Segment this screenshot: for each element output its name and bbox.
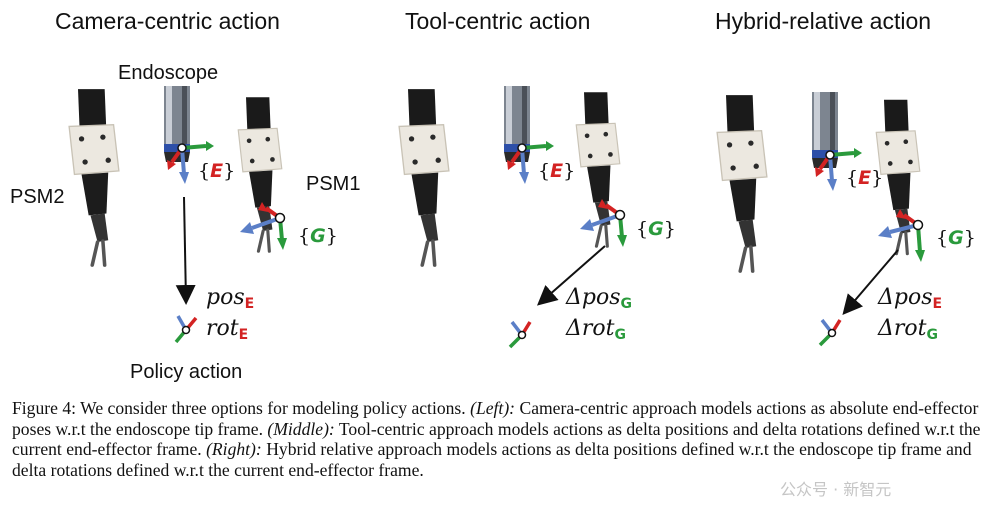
caption-right-text: Hybrid relative approach models actions … (12, 439, 972, 480)
endoscope-frame-axes-right (815, 148, 862, 191)
action-pos-right: ΔposE (878, 285, 943, 312)
figure-caption: Figure 4: We consider three options for … (12, 398, 988, 480)
frame-g-label-right: {G} (936, 227, 976, 249)
action-rot-right: ΔrotG (878, 316, 938, 343)
action-frame-axes-left (174, 315, 198, 344)
action-arrow-right (842, 249, 899, 316)
psm2-instrument-right (715, 94, 769, 273)
action-pos-middle: ΔposG (566, 285, 633, 312)
watermark: 公众号 · 新智元 (780, 480, 892, 499)
endoscope-instrument (164, 86, 190, 162)
frame-g-label-left: {G} (298, 225, 338, 247)
caption-left-text: Camera-centric approach models actions a… (12, 398, 979, 439)
action-rot-left: rotE (206, 316, 249, 343)
action-frame-axes-middle (508, 320, 532, 349)
tool-frame-axes-right (878, 209, 925, 262)
endoscope-frame-axes-middle (507, 141, 554, 184)
caption-middle-tag: (Middle): (267, 418, 335, 439)
panel-title-tool-centric: Tool-centric action (405, 8, 591, 34)
endoscope-label: Endoscope (118, 62, 219, 84)
caption-intro: We consider three options for modeling p… (80, 398, 466, 418)
psm1-label: PSM1 (306, 173, 361, 195)
action-rot-middle: ΔrotG (566, 316, 626, 343)
psm2-label: PSM2 (10, 186, 65, 208)
panel-title-hybrid-relative: Hybrid-relative action (715, 8, 932, 34)
tool-frame-axes-middle (580, 199, 627, 247)
frame-e-label-right: {E} (846, 167, 884, 189)
caption-figure-label: Figure 4: (12, 398, 77, 418)
psm2-instrument-middle (397, 88, 451, 267)
figure-4: Camera-centric action Tool-centric actio… (10, 8, 976, 383)
panel-title-camera-centric: Camera-centric action (55, 8, 280, 34)
caption-middle-text: Tool-centric approach models actions as … (12, 418, 981, 460)
tool-frame-axes-left (240, 202, 287, 250)
endoscope-frame-axes (167, 141, 214, 184)
frame-g-label-middle: {G} (636, 218, 676, 240)
action-frame-axes-right (818, 318, 842, 347)
endoscope-instrument-middle (504, 86, 530, 162)
frame-e-label-left: {E} (198, 160, 236, 182)
figure-illustration (67, 86, 925, 349)
caption-right-tag: (Right): (206, 439, 262, 459)
action-pos-left: posE (206, 285, 255, 312)
psm2-instrument (67, 88, 121, 267)
policy-action-label: Policy action (130, 361, 243, 383)
action-arrow-middle (536, 245, 606, 306)
caption-left-tag: (Left): (470, 398, 516, 418)
frame-e-label-middle: {E} (538, 160, 576, 182)
action-arrow-left (175, 196, 196, 305)
